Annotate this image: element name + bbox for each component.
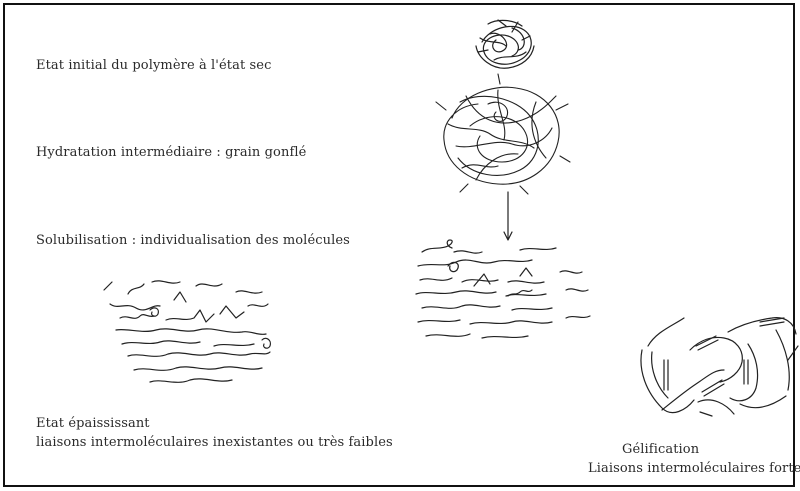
label-gel-detail: Liaisons intermoléculaires fortes xyxy=(588,460,800,478)
label-solubilisation: Solubilisation : individualisation des m… xyxy=(36,232,350,250)
label-dry-state: Etat initial du polymère à l'état sec xyxy=(36,57,271,75)
label-thickening-detail: liaisons intermoléculaires inexistantes … xyxy=(36,434,393,452)
label-gel-title: Gélification xyxy=(622,441,699,459)
label-thickening-title: Etat épaississant xyxy=(36,415,150,433)
label-swollen-grain: Hydratation intermédiaire : grain gonflé xyxy=(36,144,306,162)
